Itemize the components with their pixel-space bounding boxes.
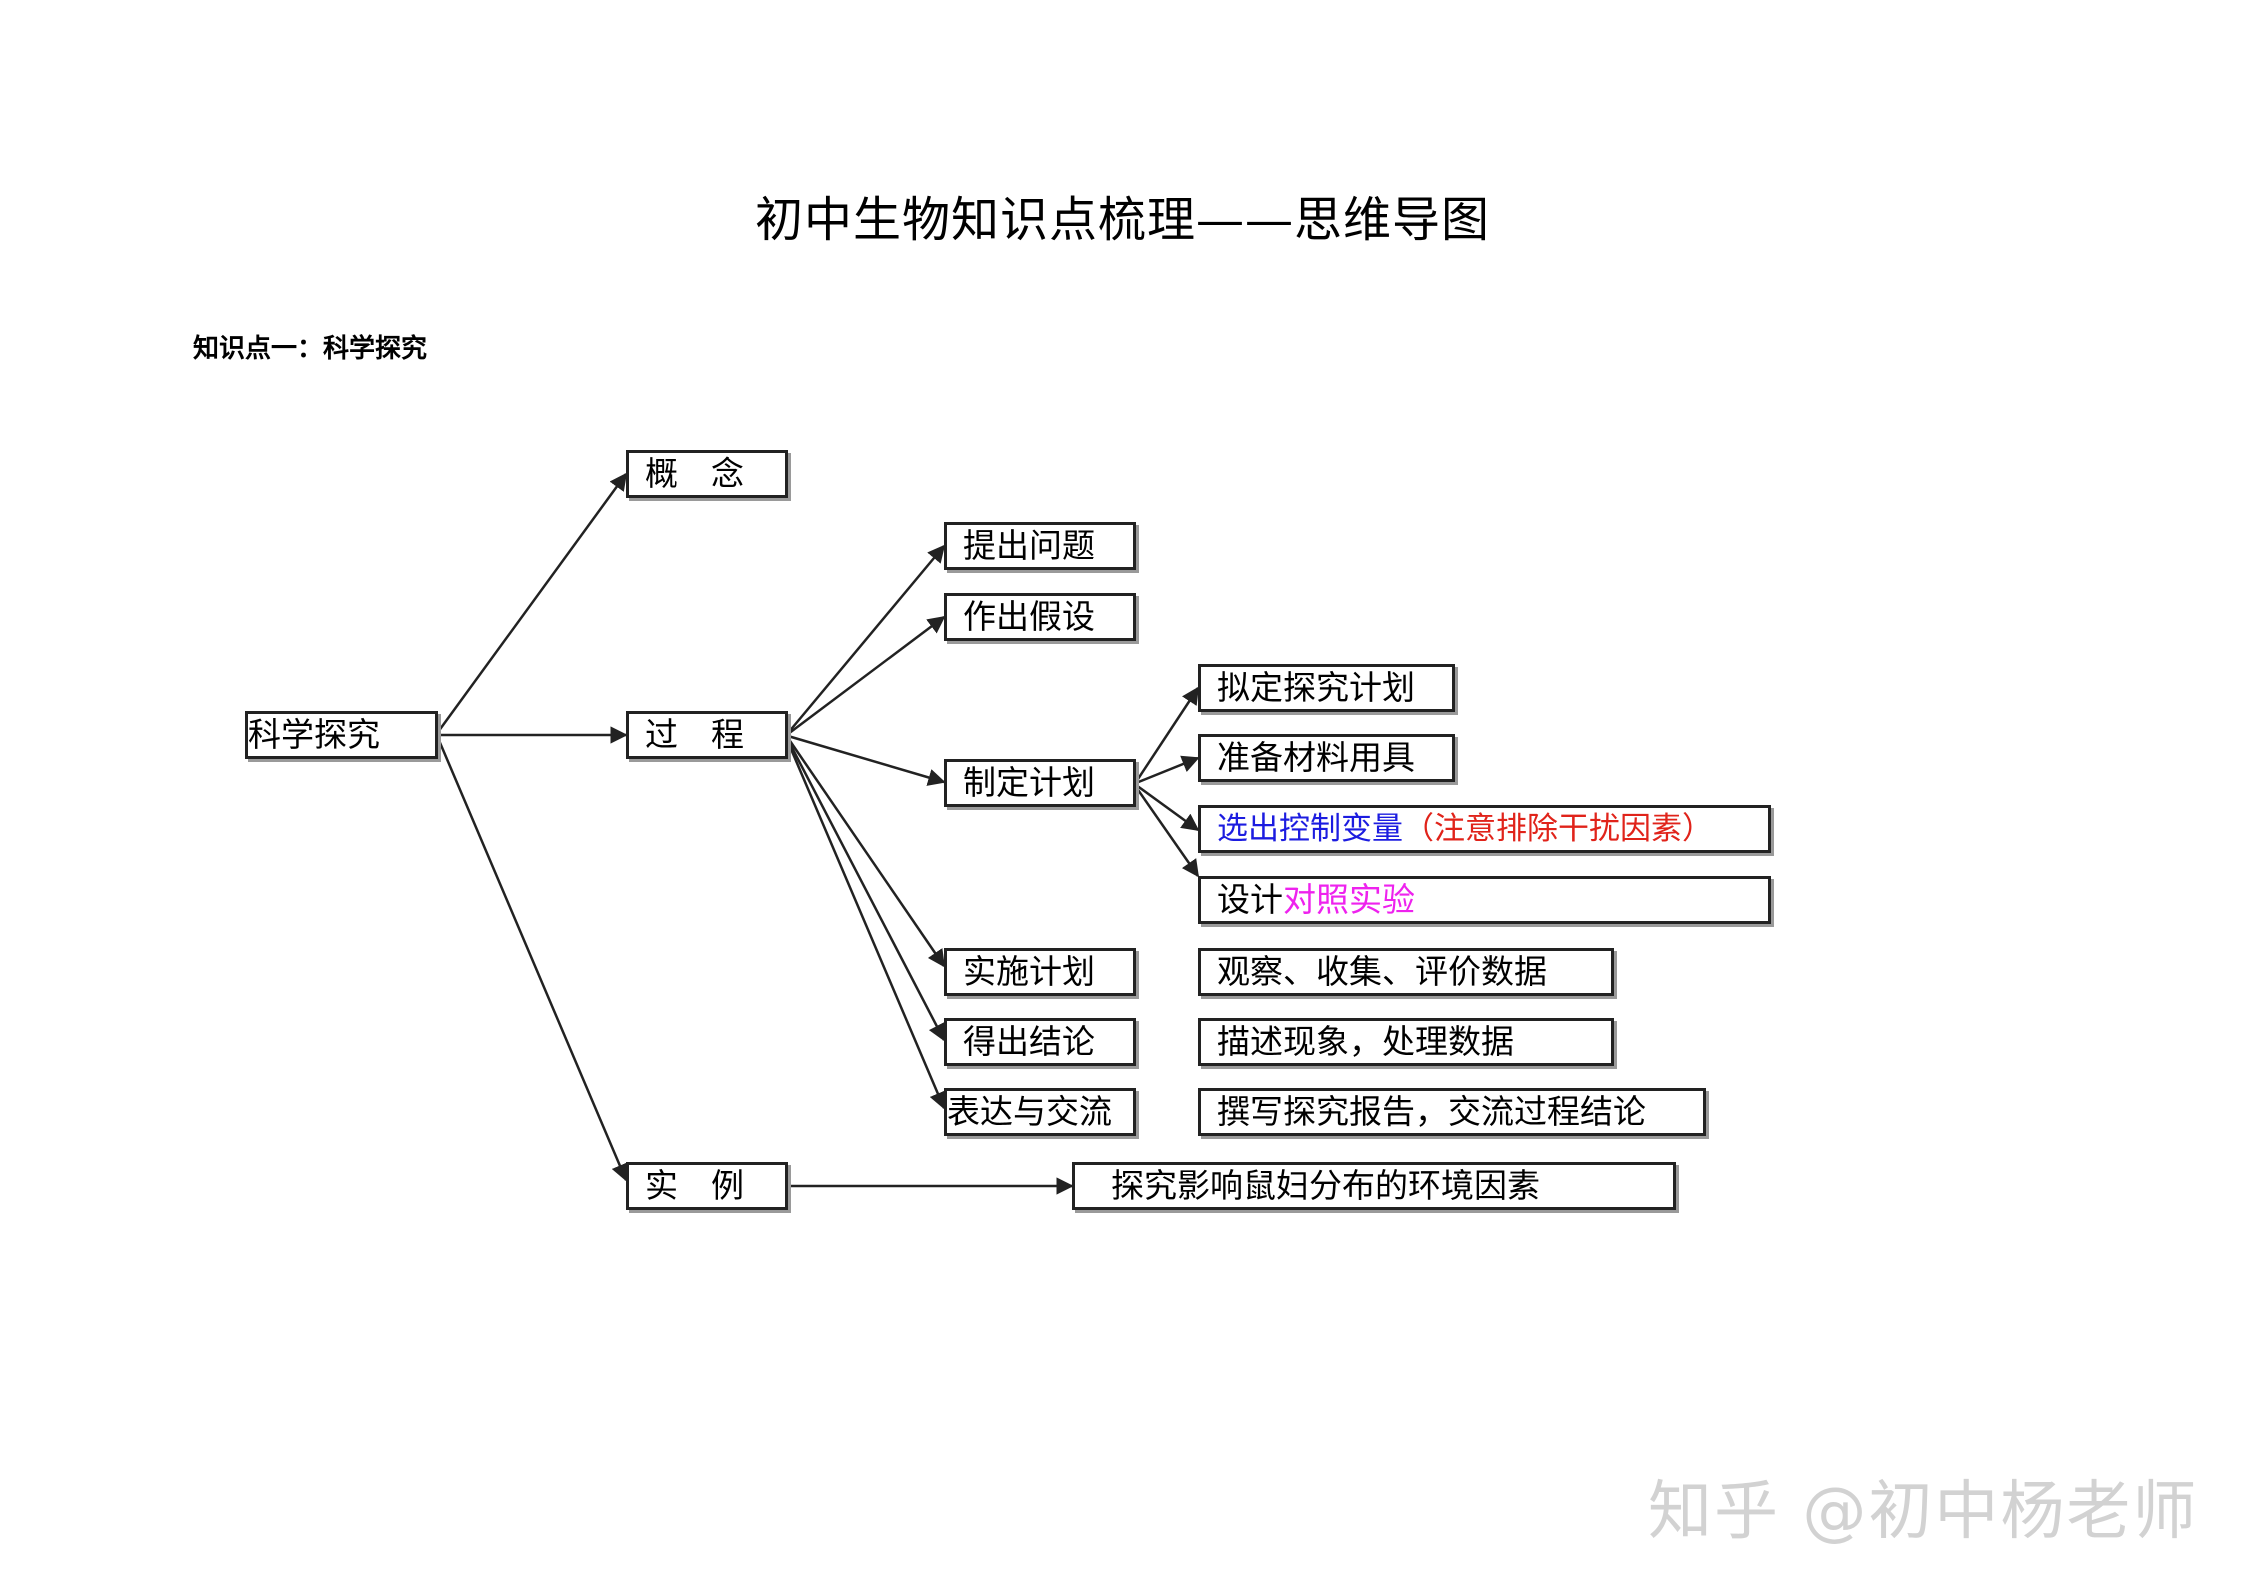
node-step-communicate-label: 表达与交流 (947, 1092, 1112, 1131)
node-step-hypothesis-label: 作出假设 (963, 597, 1095, 636)
node-detail-implement-label: 观察、收集、评价数据 (1217, 952, 1547, 991)
node-step-question-label: 提出问题 (963, 526, 1095, 565)
node-step-communicate: 表达与交流 (944, 1088, 1136, 1136)
node-plan-draft: 拟定探究计划 (1198, 664, 1455, 712)
node-plan-variable-label: 选出控制变量 (1217, 811, 1403, 847)
arrow-process-communicate (786, 741, 946, 1110)
node-concept: 概 念 (626, 450, 788, 498)
node-detail-communicate-label: 撰写探究报告，交流过程结论 (1217, 1092, 1646, 1131)
node-example-label: 实 例 (645, 1166, 744, 1205)
node-detail-example-label: 探究影响鼠妇分布的环境因素 (1111, 1166, 1540, 1205)
node-plan-draft-label: 拟定探究计划 (1217, 668, 1415, 707)
node-process: 过 程 (626, 711, 788, 759)
section-heading: 知识点一：科学探究 (193, 334, 428, 364)
node-step-conclude-label: 得出结论 (963, 1022, 1095, 1061)
node-plan-design: 设计对照实验 (1198, 876, 1771, 924)
node-root-label: 科学探究 (248, 715, 380, 754)
node-step-question: 提出问题 (944, 522, 1136, 570)
watermark: 知乎 @初中杨老师 (1648, 1475, 2199, 1549)
node-step-implement-label: 实施计划 (963, 952, 1095, 991)
node-step-plan: 制定计划 (944, 759, 1136, 807)
node-detail-example: 探究影响鼠妇分布的环境因素 (1072, 1162, 1676, 1210)
node-detail-conclude: 描述现象，处理数据 (1198, 1018, 1614, 1066)
arrow-plan-variable (1135, 783, 1200, 832)
arrow-process-hypothesis (787, 615, 946, 735)
arrow-process-question (787, 544, 946, 734)
node-plan-variable: 选出控制变量（注意排除干扰因素） (1198, 805, 1771, 853)
arrow-process-conclude (786, 739, 946, 1042)
node-root: 科学探究 (245, 711, 438, 759)
arrow-root-example (436, 737, 628, 1182)
node-step-conclude: 得出结论 (944, 1018, 1136, 1066)
node-detail-communicate: 撰写探究报告，交流过程结论 (1198, 1088, 1706, 1136)
arrow-plan-materials (1135, 755, 1200, 785)
node-plan-materials-label: 准备材料用具 (1217, 738, 1415, 777)
arrow-plan-draft (1134, 686, 1200, 783)
arrow-process-implement (786, 737, 946, 968)
arrow-process-plan (787, 734, 946, 786)
node-plan-design-prefix: 设计 (1217, 880, 1283, 919)
node-concept-label: 概 念 (645, 454, 744, 493)
node-step-plan-label: 制定计划 (963, 763, 1095, 802)
node-detail-conclude-label: 描述现象，处理数据 (1217, 1022, 1514, 1061)
node-plan-design-highlight: 对照实验 (1283, 880, 1415, 919)
node-plan-variable-note: （注意排除干扰因素） (1403, 811, 1713, 847)
node-step-hypothesis: 作出假设 (944, 593, 1136, 641)
node-process-label: 过 程 (645, 715, 744, 754)
node-example: 实 例 (626, 1162, 788, 1210)
node-step-implement: 实施计划 (944, 948, 1136, 996)
page-title: 初中生物知识点梳理——思维导图 (754, 192, 1490, 248)
arrow-root-concept (436, 472, 628, 733)
node-plan-materials: 准备材料用具 (1198, 734, 1455, 782)
arrow-plan-design (1134, 786, 1200, 878)
node-detail-implement: 观察、收集、评价数据 (1198, 948, 1614, 996)
